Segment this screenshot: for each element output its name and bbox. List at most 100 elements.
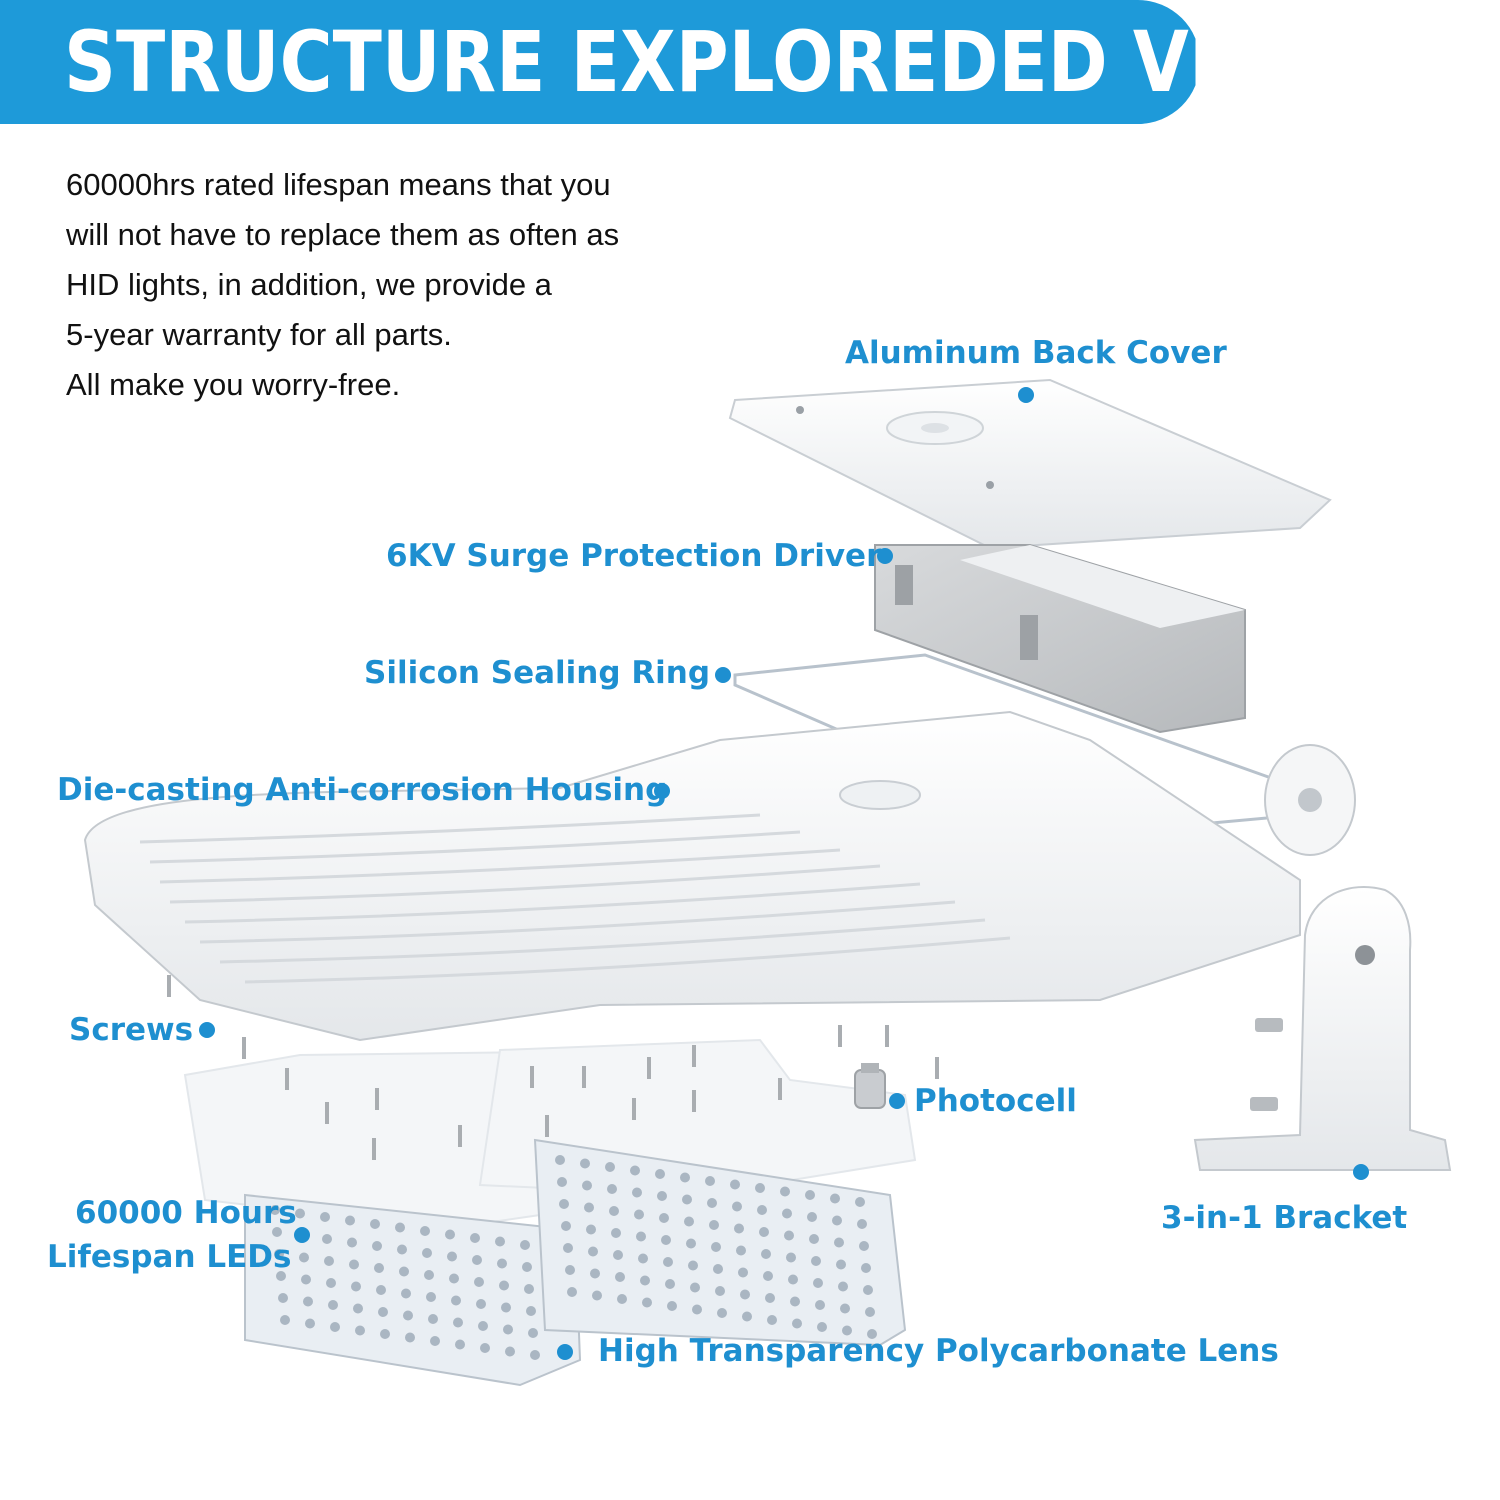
callout-lens: High Transparency Polycarbonate Lens bbox=[598, 1333, 1279, 1369]
led-dot bbox=[832, 1215, 842, 1226]
led-dot bbox=[530, 1350, 540, 1360]
led-dot bbox=[303, 1296, 313, 1307]
led-dot bbox=[605, 1162, 615, 1172]
led-dot bbox=[682, 1194, 692, 1205]
led-dot bbox=[615, 1272, 625, 1282]
led-dot bbox=[478, 1321, 488, 1331]
led-dot bbox=[559, 1199, 569, 1209]
led-dot bbox=[665, 1279, 675, 1289]
led-dot bbox=[270, 1205, 280, 1215]
led-dot bbox=[830, 1193, 840, 1204]
led-dot bbox=[611, 1228, 621, 1238]
led-dot bbox=[505, 1346, 515, 1357]
led-dot bbox=[395, 1222, 405, 1233]
led-dot bbox=[453, 1317, 463, 1328]
led-dot bbox=[763, 1271, 773, 1281]
led-dot bbox=[426, 1292, 436, 1302]
led-dot bbox=[836, 1259, 846, 1270]
led-dot bbox=[563, 1243, 573, 1253]
led-dot bbox=[817, 1322, 827, 1332]
page-title: STRUCTURE EXPLOREDED VIEW bbox=[64, 13, 1345, 111]
led-dot bbox=[378, 1307, 388, 1317]
led-dot bbox=[861, 1263, 871, 1273]
led-dot bbox=[709, 1220, 719, 1230]
led-dot bbox=[834, 1237, 844, 1248]
led-dot bbox=[347, 1237, 357, 1248]
intro-line: All make you worry-free. bbox=[66, 367, 401, 402]
led-dot bbox=[732, 1201, 742, 1212]
callout-leds-line2: Lifespan LEDs bbox=[47, 1239, 292, 1275]
led-dot bbox=[713, 1264, 723, 1274]
led-dot bbox=[374, 1263, 384, 1273]
led-dot bbox=[582, 1180, 592, 1191]
intro-line: will not have to replace them as often a… bbox=[66, 217, 620, 252]
led-dot bbox=[640, 1275, 650, 1286]
screws-shape bbox=[167, 975, 939, 1160]
led-dot bbox=[528, 1328, 538, 1338]
led-dot bbox=[584, 1202, 594, 1213]
led-dot bbox=[838, 1281, 848, 1292]
led-dot bbox=[659, 1213, 669, 1223]
led-dot bbox=[376, 1285, 386, 1295]
led-dot bbox=[867, 1329, 877, 1339]
led-dot bbox=[399, 1266, 409, 1277]
led-dot bbox=[840, 1303, 850, 1314]
led-dot bbox=[634, 1209, 644, 1220]
led-dot bbox=[811, 1256, 821, 1266]
led-dot bbox=[642, 1297, 652, 1308]
led-dot bbox=[857, 1219, 867, 1229]
led-dot bbox=[301, 1274, 311, 1285]
intro-line: 5-year warranty for all parts. bbox=[66, 317, 452, 352]
callout-dot-leds bbox=[294, 1227, 310, 1243]
led-dot bbox=[555, 1155, 565, 1165]
led-dot bbox=[445, 1229, 455, 1240]
callout-dot-photocell bbox=[889, 1093, 905, 1109]
led-dot bbox=[565, 1265, 575, 1275]
callout-dot-driver bbox=[877, 548, 893, 564]
led-dot bbox=[657, 1191, 667, 1201]
led-dot bbox=[730, 1179, 740, 1190]
led-dot bbox=[561, 1221, 571, 1231]
led-dot bbox=[790, 1296, 800, 1307]
bracket-shape bbox=[1193, 886, 1452, 1171]
led-dot bbox=[322, 1234, 332, 1244]
led-dot bbox=[401, 1288, 411, 1299]
led-dot bbox=[859, 1241, 869, 1251]
led-dot bbox=[472, 1255, 482, 1265]
led-dots bbox=[270, 1155, 877, 1360]
led-dot bbox=[422, 1248, 432, 1258]
led-dot bbox=[567, 1287, 577, 1297]
callout-driver: 6KV Surge Protection Driver bbox=[386, 538, 882, 574]
driver-shape bbox=[874, 544, 1246, 734]
callout-leds-line1: 60000 Hours bbox=[75, 1195, 297, 1231]
led-dot bbox=[588, 1246, 598, 1257]
photocell-shape bbox=[854, 1063, 886, 1109]
led-dot bbox=[470, 1233, 480, 1243]
led-dot bbox=[661, 1235, 671, 1245]
led-dot bbox=[630, 1165, 640, 1176]
led-dot bbox=[428, 1314, 438, 1324]
housing-shape bbox=[83, 710, 1356, 1042]
led-dot bbox=[320, 1212, 330, 1222]
led-dot bbox=[324, 1256, 334, 1266]
led-dot bbox=[690, 1282, 700, 1293]
led-dot bbox=[326, 1278, 336, 1288]
led-dot bbox=[711, 1242, 721, 1252]
led-dot bbox=[276, 1271, 286, 1281]
led-dot bbox=[351, 1281, 361, 1292]
led-dot bbox=[274, 1249, 284, 1259]
led-dot bbox=[353, 1303, 363, 1314]
led-dot bbox=[782, 1208, 792, 1219]
led-dot bbox=[592, 1290, 602, 1301]
led-dot bbox=[474, 1277, 484, 1287]
led-dot bbox=[667, 1301, 677, 1311]
led-dot bbox=[280, 1315, 290, 1325]
callout-bracket: 3-in-1 Bracket bbox=[1161, 1200, 1408, 1236]
led-dot bbox=[380, 1329, 390, 1339]
led-dot bbox=[863, 1285, 873, 1295]
led-dot bbox=[734, 1223, 744, 1234]
led-dot bbox=[476, 1299, 486, 1309]
led-dot bbox=[499, 1280, 509, 1291]
